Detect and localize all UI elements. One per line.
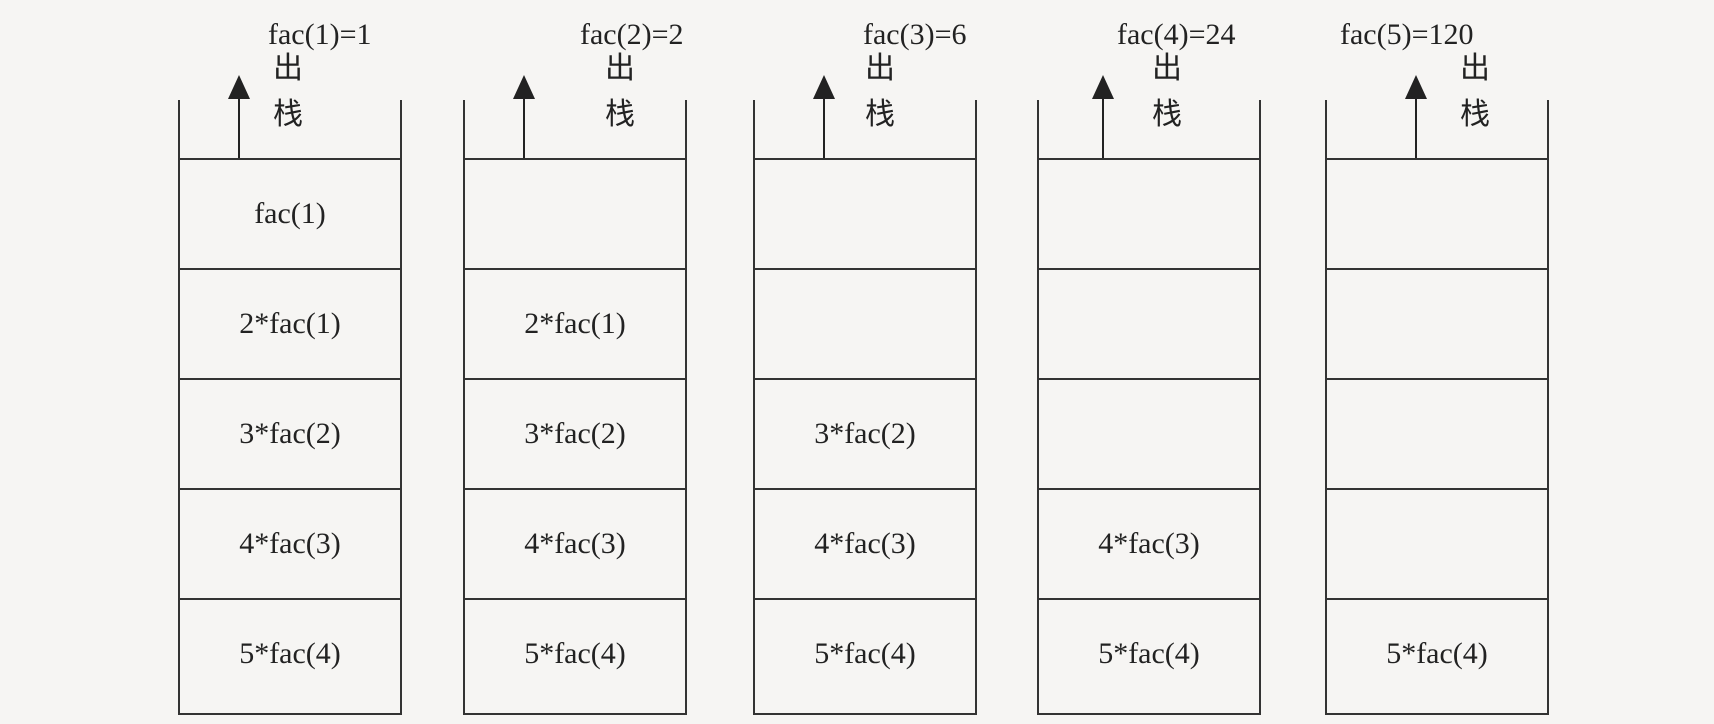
stack-result: fac(4)=24	[1117, 18, 1236, 51]
stack-bottom	[178, 713, 402, 715]
stack-bottom	[1037, 713, 1261, 715]
pop-arrow-icon	[513, 75, 535, 160]
stack-2: fac(2)=2 出 栈 2*fac(1) 3*fac(2) 4*fac(3) …	[463, 0, 687, 724]
pop-label-char-2: 栈	[1460, 97, 1490, 132]
pop-label-char-2: 栈	[1152, 97, 1182, 132]
stack-cell-4: 4*fac(3)	[753, 488, 977, 598]
stack-cell-4: 4*fac(3)	[1037, 488, 1261, 598]
stack-4: fac(4)=24 出 栈 4*fac(3) 5*fac(4)	[1037, 0, 1261, 724]
stack-result: fac(1)=1	[268, 18, 372, 51]
stack-cell-3	[1325, 378, 1549, 488]
stack-3: fac(3)=6 出 栈 3*fac(2) 4*fac(3) 5*fac(4)	[753, 0, 977, 724]
stack-cell-4: 4*fac(3)	[178, 488, 402, 598]
stack-cell-4: 4*fac(3)	[463, 488, 687, 598]
stack-wall-right	[1259, 100, 1261, 715]
stack-wall-left	[178, 100, 180, 715]
pop-label-char-2: 栈	[865, 97, 895, 132]
stack-cell-5: 5*fac(4)	[178, 598, 402, 708]
stack-cell-2: 2*fac(1)	[463, 268, 687, 378]
pop-arrow-icon	[1092, 75, 1114, 160]
stack-wall-left	[1037, 100, 1039, 715]
stack-wall-left	[463, 100, 465, 715]
stack-cell-1	[1325, 158, 1549, 268]
stack-5: fac(5)=120 出 栈 5*fac(4)	[1325, 0, 1549, 724]
stack-wall-right	[400, 100, 402, 715]
stack-wall-right	[975, 100, 977, 715]
stack-cell-5: 5*fac(4)	[753, 598, 977, 708]
pop-arrow-icon	[813, 75, 835, 160]
stack-cell-5: 5*fac(4)	[1325, 598, 1549, 708]
stack-cell-1	[753, 158, 977, 268]
stack-cell-3	[1037, 378, 1261, 488]
stack-bottom	[1325, 713, 1549, 715]
pop-label-char-1: 出	[865, 51, 895, 86]
stack-cell-3: 3*fac(2)	[178, 378, 402, 488]
stack-cell-3: 3*fac(2)	[753, 378, 977, 488]
pop-label-char-1: 出	[1152, 51, 1182, 86]
pop-label-char-1: 出	[273, 51, 303, 86]
stack-result: fac(2)=2	[580, 18, 684, 51]
stack-cell-5: 5*fac(4)	[1037, 598, 1261, 708]
pop-label-char-1: 出	[605, 51, 635, 86]
stack-cell-1	[1037, 158, 1261, 268]
pop-label-char-1: 出	[1460, 51, 1490, 86]
stack-cell-2	[753, 268, 977, 378]
stack-wall-left	[753, 100, 755, 715]
stack-1: fac(1)=1 出 栈 fac(1) 2*fac(1) 3*fac(2) 4*…	[178, 0, 402, 724]
pop-arrow-icon	[228, 75, 250, 160]
stack-cell-2	[1325, 268, 1549, 378]
stack-cell-2: 2*fac(1)	[178, 268, 402, 378]
stack-result: fac(5)=120	[1340, 18, 1474, 51]
stack-wall-left	[1325, 100, 1327, 715]
stack-cell-3: 3*fac(2)	[463, 378, 687, 488]
stack-cell-4	[1325, 488, 1549, 598]
stack-cell-1	[463, 158, 687, 268]
pop-label-char-2: 栈	[605, 97, 635, 132]
stack-cell-5: 5*fac(4)	[463, 598, 687, 708]
stack-bottom	[753, 713, 977, 715]
stack-result: fac(3)=6	[863, 18, 967, 51]
stack-wall-right	[1547, 100, 1549, 715]
pop-arrow-icon	[1405, 75, 1427, 160]
stack-cell-2	[1037, 268, 1261, 378]
stack-wall-right	[685, 100, 687, 715]
stack-cell-1: fac(1)	[178, 158, 402, 268]
pop-label-char-2: 栈	[273, 97, 303, 132]
stack-bottom	[463, 713, 687, 715]
